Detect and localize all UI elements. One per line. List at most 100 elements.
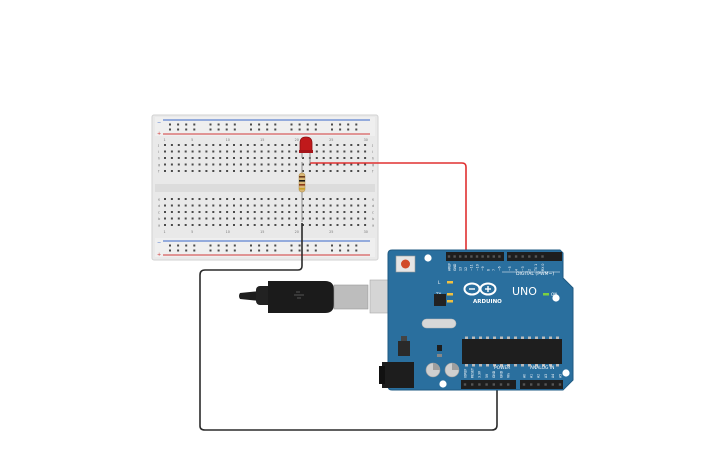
breadboard-hole[interactable] — [364, 150, 367, 153]
breadboard-hole[interactable] — [184, 224, 187, 226]
rail-hole[interactable] — [233, 128, 236, 131]
breadboard-hole[interactable] — [246, 204, 249, 207]
breadboard-hole[interactable] — [364, 157, 367, 159]
breadboard-hole[interactable] — [357, 211, 360, 213]
dc-power-jack[interactable] — [382, 362, 414, 388]
breadboard-hole[interactable] — [274, 157, 277, 159]
breadboard-hole[interactable] — [322, 198, 325, 200]
breadboard-hole[interactable] — [246, 163, 249, 166]
breadboard-hole[interactable] — [343, 204, 346, 207]
breadboard-hole[interactable] — [295, 170, 298, 172]
analog-pin-hole[interactable] — [551, 383, 554, 386]
breadboard-hole[interactable] — [184, 170, 187, 172]
breadboard-hole[interactable] — [253, 224, 256, 226]
breadboard-hole[interactable] — [170, 198, 173, 200]
breadboard-hole[interactable] — [184, 144, 187, 146]
breadboard-hole[interactable] — [226, 157, 229, 159]
breadboard-hole[interactable] — [164, 211, 166, 213]
power-header[interactable] — [461, 380, 516, 389]
breadboard-hole[interactable] — [267, 204, 270, 207]
breadboard-hole[interactable] — [308, 217, 311, 220]
breadboard-hole[interactable] — [322, 204, 325, 207]
resistor-icon[interactable] — [298, 162, 306, 222]
breadboard-hole[interactable] — [302, 211, 304, 213]
breadboard-hole[interactable] — [170, 157, 173, 159]
breadboard-hole[interactable] — [219, 204, 222, 207]
breadboard-hole[interactable] — [329, 163, 332, 166]
breadboard-hole[interactable] — [205, 170, 208, 172]
breadboard-hole[interactable] — [177, 157, 180, 159]
breadboard-hole[interactable] — [212, 224, 215, 226]
rail-hole[interactable] — [250, 123, 252, 126]
breadboard-hole[interactable] — [308, 211, 311, 213]
power-pin-hole[interactable] — [471, 383, 474, 386]
breadboard-hole[interactable] — [164, 217, 166, 220]
breadboard-hole[interactable] — [281, 217, 284, 220]
breadboard-hole[interactable] — [357, 144, 360, 146]
rail-hole[interactable] — [290, 244, 293, 247]
breadboard-hole[interactable] — [281, 198, 284, 200]
breadboard-hole[interactable] — [164, 204, 166, 207]
digital-pin-hole[interactable] — [541, 255, 544, 258]
breadboard-hole[interactable] — [205, 198, 208, 200]
breadboard-hole[interactable] — [198, 224, 201, 226]
rail-hole[interactable] — [347, 123, 350, 126]
breadboard-hole[interactable] — [170, 163, 173, 166]
breadboard-hole[interactable] — [205, 150, 208, 153]
breadboard-hole[interactable] — [191, 211, 194, 213]
analog-pin-hole[interactable] — [544, 383, 547, 386]
rail-hole[interactable] — [306, 249, 309, 252]
rail-hole[interactable] — [169, 249, 171, 252]
breadboard-hole[interactable] — [198, 157, 201, 159]
breadboard-hole[interactable] — [281, 224, 284, 226]
breadboard-hole[interactable] — [343, 211, 346, 213]
analog-header[interactable] — [520, 380, 563, 389]
breadboard-hole[interactable] — [191, 224, 194, 226]
breadboard-hole[interactable] — [315, 170, 318, 172]
breadboard-hole[interactable] — [219, 170, 222, 172]
breadboard-hole[interactable] — [336, 224, 339, 226]
breadboard-hole[interactable] — [198, 198, 201, 200]
rail-hole[interactable] — [339, 244, 342, 247]
rail-hole[interactable] — [258, 249, 261, 252]
breadboard-hole[interactable] — [274, 198, 277, 200]
breadboard-hole[interactable] — [315, 198, 318, 200]
breadboard-hole[interactable] — [198, 150, 201, 153]
breadboard-hole[interactable] — [219, 157, 222, 159]
rail-hole[interactable] — [258, 244, 261, 247]
breadboard-hole[interactable] — [177, 204, 180, 207]
breadboard-hole[interactable] — [288, 144, 291, 146]
breadboard-hole[interactable] — [288, 204, 291, 207]
breadboard-hole[interactable] — [219, 217, 222, 220]
rail-hole[interactable] — [225, 123, 228, 126]
rail-hole[interactable] — [266, 128, 269, 131]
rail-hole[interactable] — [339, 249, 342, 252]
rail-hole[interactable] — [331, 244, 333, 247]
rail-hole[interactable] — [298, 123, 301, 126]
breadboard-hole[interactable] — [295, 144, 298, 146]
breadboard-hole[interactable] — [308, 224, 311, 226]
breadboard-hole[interactable] — [226, 170, 229, 172]
breadboard-hole[interactable] — [329, 204, 332, 207]
rail-hole[interactable] — [177, 123, 180, 126]
breadboard-hole[interactable] — [212, 204, 215, 207]
breadboard-hole[interactable] — [288, 150, 291, 153]
breadboard-hole[interactable] — [357, 170, 360, 172]
breadboard-hole[interactable] — [205, 163, 208, 166]
rail-hole[interactable] — [331, 128, 333, 131]
breadboard-hole[interactable] — [246, 217, 249, 220]
rail-hole[interactable] — [185, 244, 188, 247]
breadboard-hole[interactable] — [170, 217, 173, 220]
ground-wire[interactable] — [199, 223, 498, 431]
breadboard-hole[interactable] — [246, 170, 249, 172]
breadboard-hole[interactable] — [212, 150, 215, 153]
breadboard-hole[interactable] — [205, 157, 208, 159]
breadboard-hole[interactable] — [315, 224, 318, 226]
breadboard-hole[interactable] — [329, 144, 332, 146]
breadboard-hole[interactable] — [246, 150, 249, 153]
breadboard-hole[interactable] — [205, 144, 208, 146]
breadboard-hole[interactable] — [343, 157, 346, 159]
breadboard-hole[interactable] — [233, 217, 235, 220]
